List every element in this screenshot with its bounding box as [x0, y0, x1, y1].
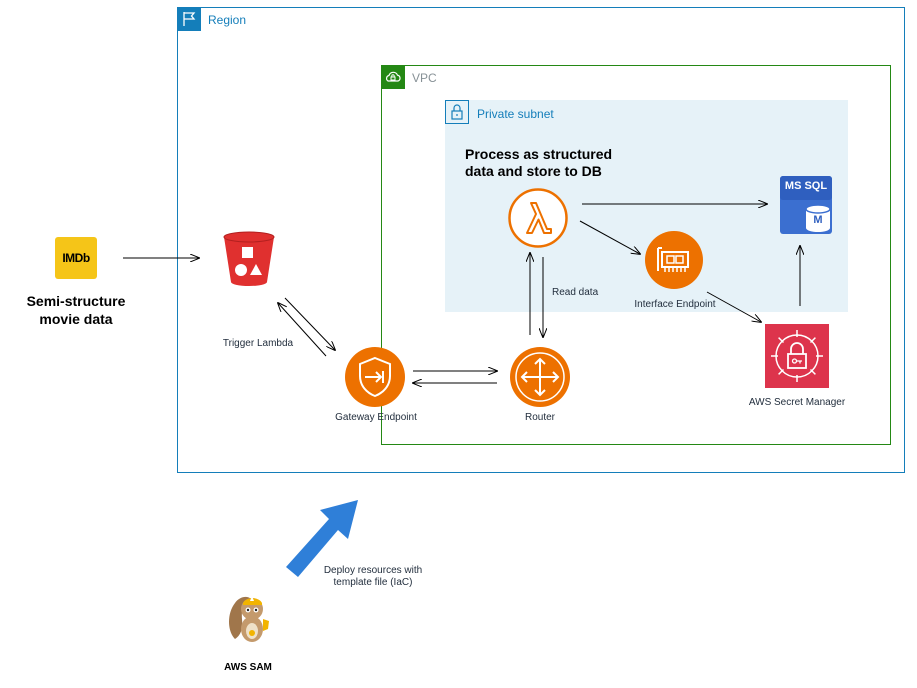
- process-line2: data and store to DB: [465, 163, 602, 179]
- process-line1: Process as structured: [465, 146, 613, 162]
- interface-endpoint-icon: [644, 230, 704, 290]
- secret-manager-label: AWS Secret Manager: [748, 397, 846, 408]
- aws-sam-label: AWS SAM: [224, 662, 272, 673]
- lambda-icon: [508, 188, 568, 248]
- gateway-endpoint-label: Gateway Endpoint: [335, 412, 417, 423]
- imdb-logo-text: IMDb: [62, 251, 90, 265]
- private-subnet-label: Private subnet: [477, 107, 554, 121]
- router-icon: [509, 346, 571, 408]
- deploy-arrow: [286, 500, 358, 577]
- mssql-badge: MS SQL: [784, 180, 828, 192]
- region-flag-icon: [177, 7, 201, 31]
- imdb-logo-icon: IMDb: [55, 237, 97, 279]
- imdb-label-line1: Semi-structure: [26, 293, 126, 309]
- vpc-cloud-icon: [381, 65, 405, 89]
- imdb-label-line2: movie data: [39, 311, 113, 327]
- s3-gateway-arrows: [278, 297, 335, 357]
- router-label: Router: [524, 412, 555, 423]
- subnet-lock-icon: [445, 100, 469, 124]
- gateway-endpoint-icon: [344, 346, 406, 408]
- region-label: Region: [208, 13, 247, 27]
- vpc-box: [381, 65, 891, 445]
- s3-bucket-icon: [220, 230, 278, 288]
- mssql-database-icon: MS SQL M: [780, 176, 832, 234]
- interface-to-secret-arrow: [706, 291, 761, 322]
- mssql-letter: M: [813, 214, 823, 226]
- aws-sam-squirrel-icon: [225, 591, 271, 645]
- vpc-label: VPC: [412, 71, 437, 85]
- region-box: [177, 7, 905, 473]
- deploy-label-line1: Deploy resources with: [323, 565, 423, 576]
- trigger-lambda-label: Trigger Lambda: [222, 338, 294, 349]
- lambda-to-interface-arrow: [579, 220, 640, 254]
- deploy-label-line2: template file (IaC): [333, 577, 413, 588]
- gateway-router-arrows: [413, 371, 497, 383]
- secret-manager-icon: [765, 324, 829, 388]
- router-lambda-arrows: [530, 253, 543, 337]
- read-data-label: Read data: [552, 287, 599, 298]
- interface-endpoint-label: Interface Endpoint: [634, 299, 716, 310]
